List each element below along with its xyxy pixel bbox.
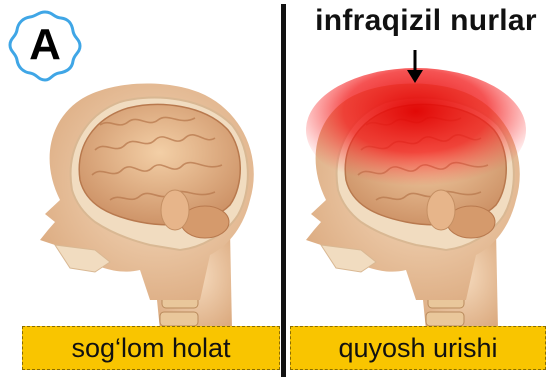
badge-letter: A — [6, 6, 84, 84]
down-arrow-icon — [404, 50, 426, 84]
ear — [161, 190, 189, 230]
sunstroke-caption: quyosh urishi — [290, 326, 546, 370]
panel-badge: A — [6, 6, 84, 84]
panel-divider — [281, 4, 286, 377]
infrared-heat-glow — [306, 68, 526, 192]
healthy-caption: sog‘lom holat — [22, 326, 280, 370]
healthy-panel: A sog‘lom holat — [0, 0, 280, 377]
infrared-rays-label: infraqizil nurlar — [306, 4, 546, 38]
ear — [427, 190, 455, 230]
